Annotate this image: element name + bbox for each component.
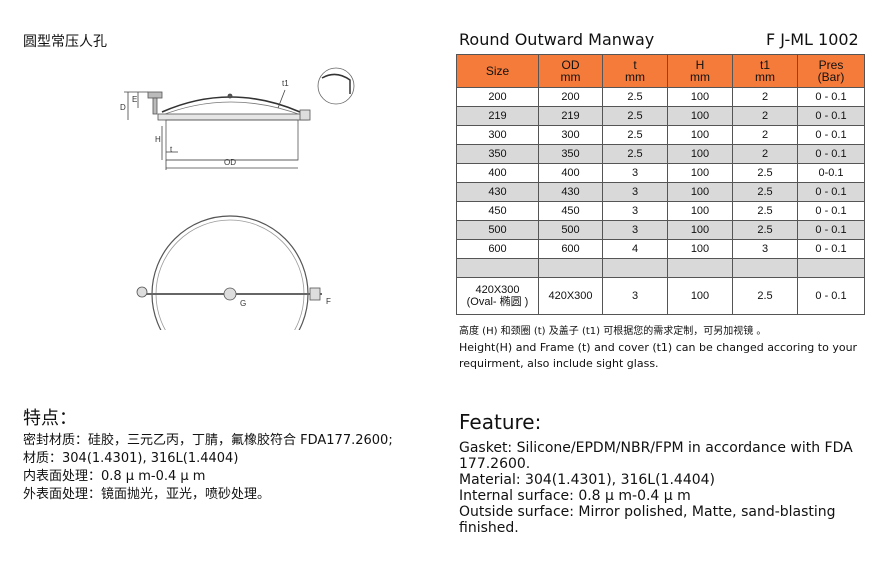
model-code: F J-ML 1002 xyxy=(766,30,859,49)
table-row-empty xyxy=(456,258,865,278)
feature-en-line: Outside surface: Mirror polished, Matte,… xyxy=(459,504,836,536)
feature-cn-line: 内表面处理：0.8 μ m-0.4 μ m xyxy=(23,469,206,484)
features-cn-title: 特点： xyxy=(23,408,77,429)
table-row-oval: 420X300(Oval- 椭圆 ) 420X300 3 100 2.5 0 -… xyxy=(456,277,865,315)
feature-cn-line: 外表面处理：镜面抛光，亚光，喷砂处理。 xyxy=(23,487,271,502)
feature-en-line: Internal surface: 0.8 μ m-0.4 μ m xyxy=(459,488,691,504)
feature-en-line: Material: 304(1.4301), 316L(1.4404) xyxy=(459,472,716,488)
header-pres: Pres(Bar) xyxy=(797,54,865,88)
dim-label-h: H xyxy=(155,135,161,144)
dim-label-e: E xyxy=(132,95,137,104)
feature-cn-line: 密封材质：硅胶，三元乙丙，丁腈，氟橡胶符合 FDA177.2600; xyxy=(23,433,393,448)
side-view xyxy=(124,67,355,170)
dim-label-t1: t1 xyxy=(282,79,289,88)
features-en-title: Feature: xyxy=(459,410,542,434)
note-en: Height(H) and Frame (t) and cover (t1) c… xyxy=(459,341,858,370)
spec-title: Round Outward Manway xyxy=(459,30,655,49)
dim-label-t: t xyxy=(170,145,173,154)
page-title-cn: 圆型常压人孔 xyxy=(23,34,107,50)
header-size: Size xyxy=(456,54,539,88)
dim-label-f: F xyxy=(326,297,331,306)
note-cn: 高度 (H) 和颈圈 (t) 及盖子 (t1) 可根据您的需求定制，可另加视镜 … xyxy=(459,326,767,337)
feature-en-line: Gasket: Silicone/EPDM/NBR/FPM in accorda… xyxy=(459,440,853,472)
dim-label-od: OD xyxy=(224,158,236,167)
manway-technical-drawing: D E H t t1 OD G F xyxy=(120,67,355,330)
feature-cn-line: 材质：304(1.4301), 316L(1.4404) xyxy=(23,451,239,466)
features-en-list: Gasket: Silicone/EPDM/NBR/FPM in accorda… xyxy=(459,440,874,536)
top-view xyxy=(136,215,322,330)
features-cn-list: 密封材质：硅胶，三元乙丙，丁腈，氟橡胶符合 FDA177.2600; 材质：30… xyxy=(23,432,393,504)
dim-label-d: D xyxy=(120,103,126,112)
dim-label-g: G xyxy=(240,299,246,308)
